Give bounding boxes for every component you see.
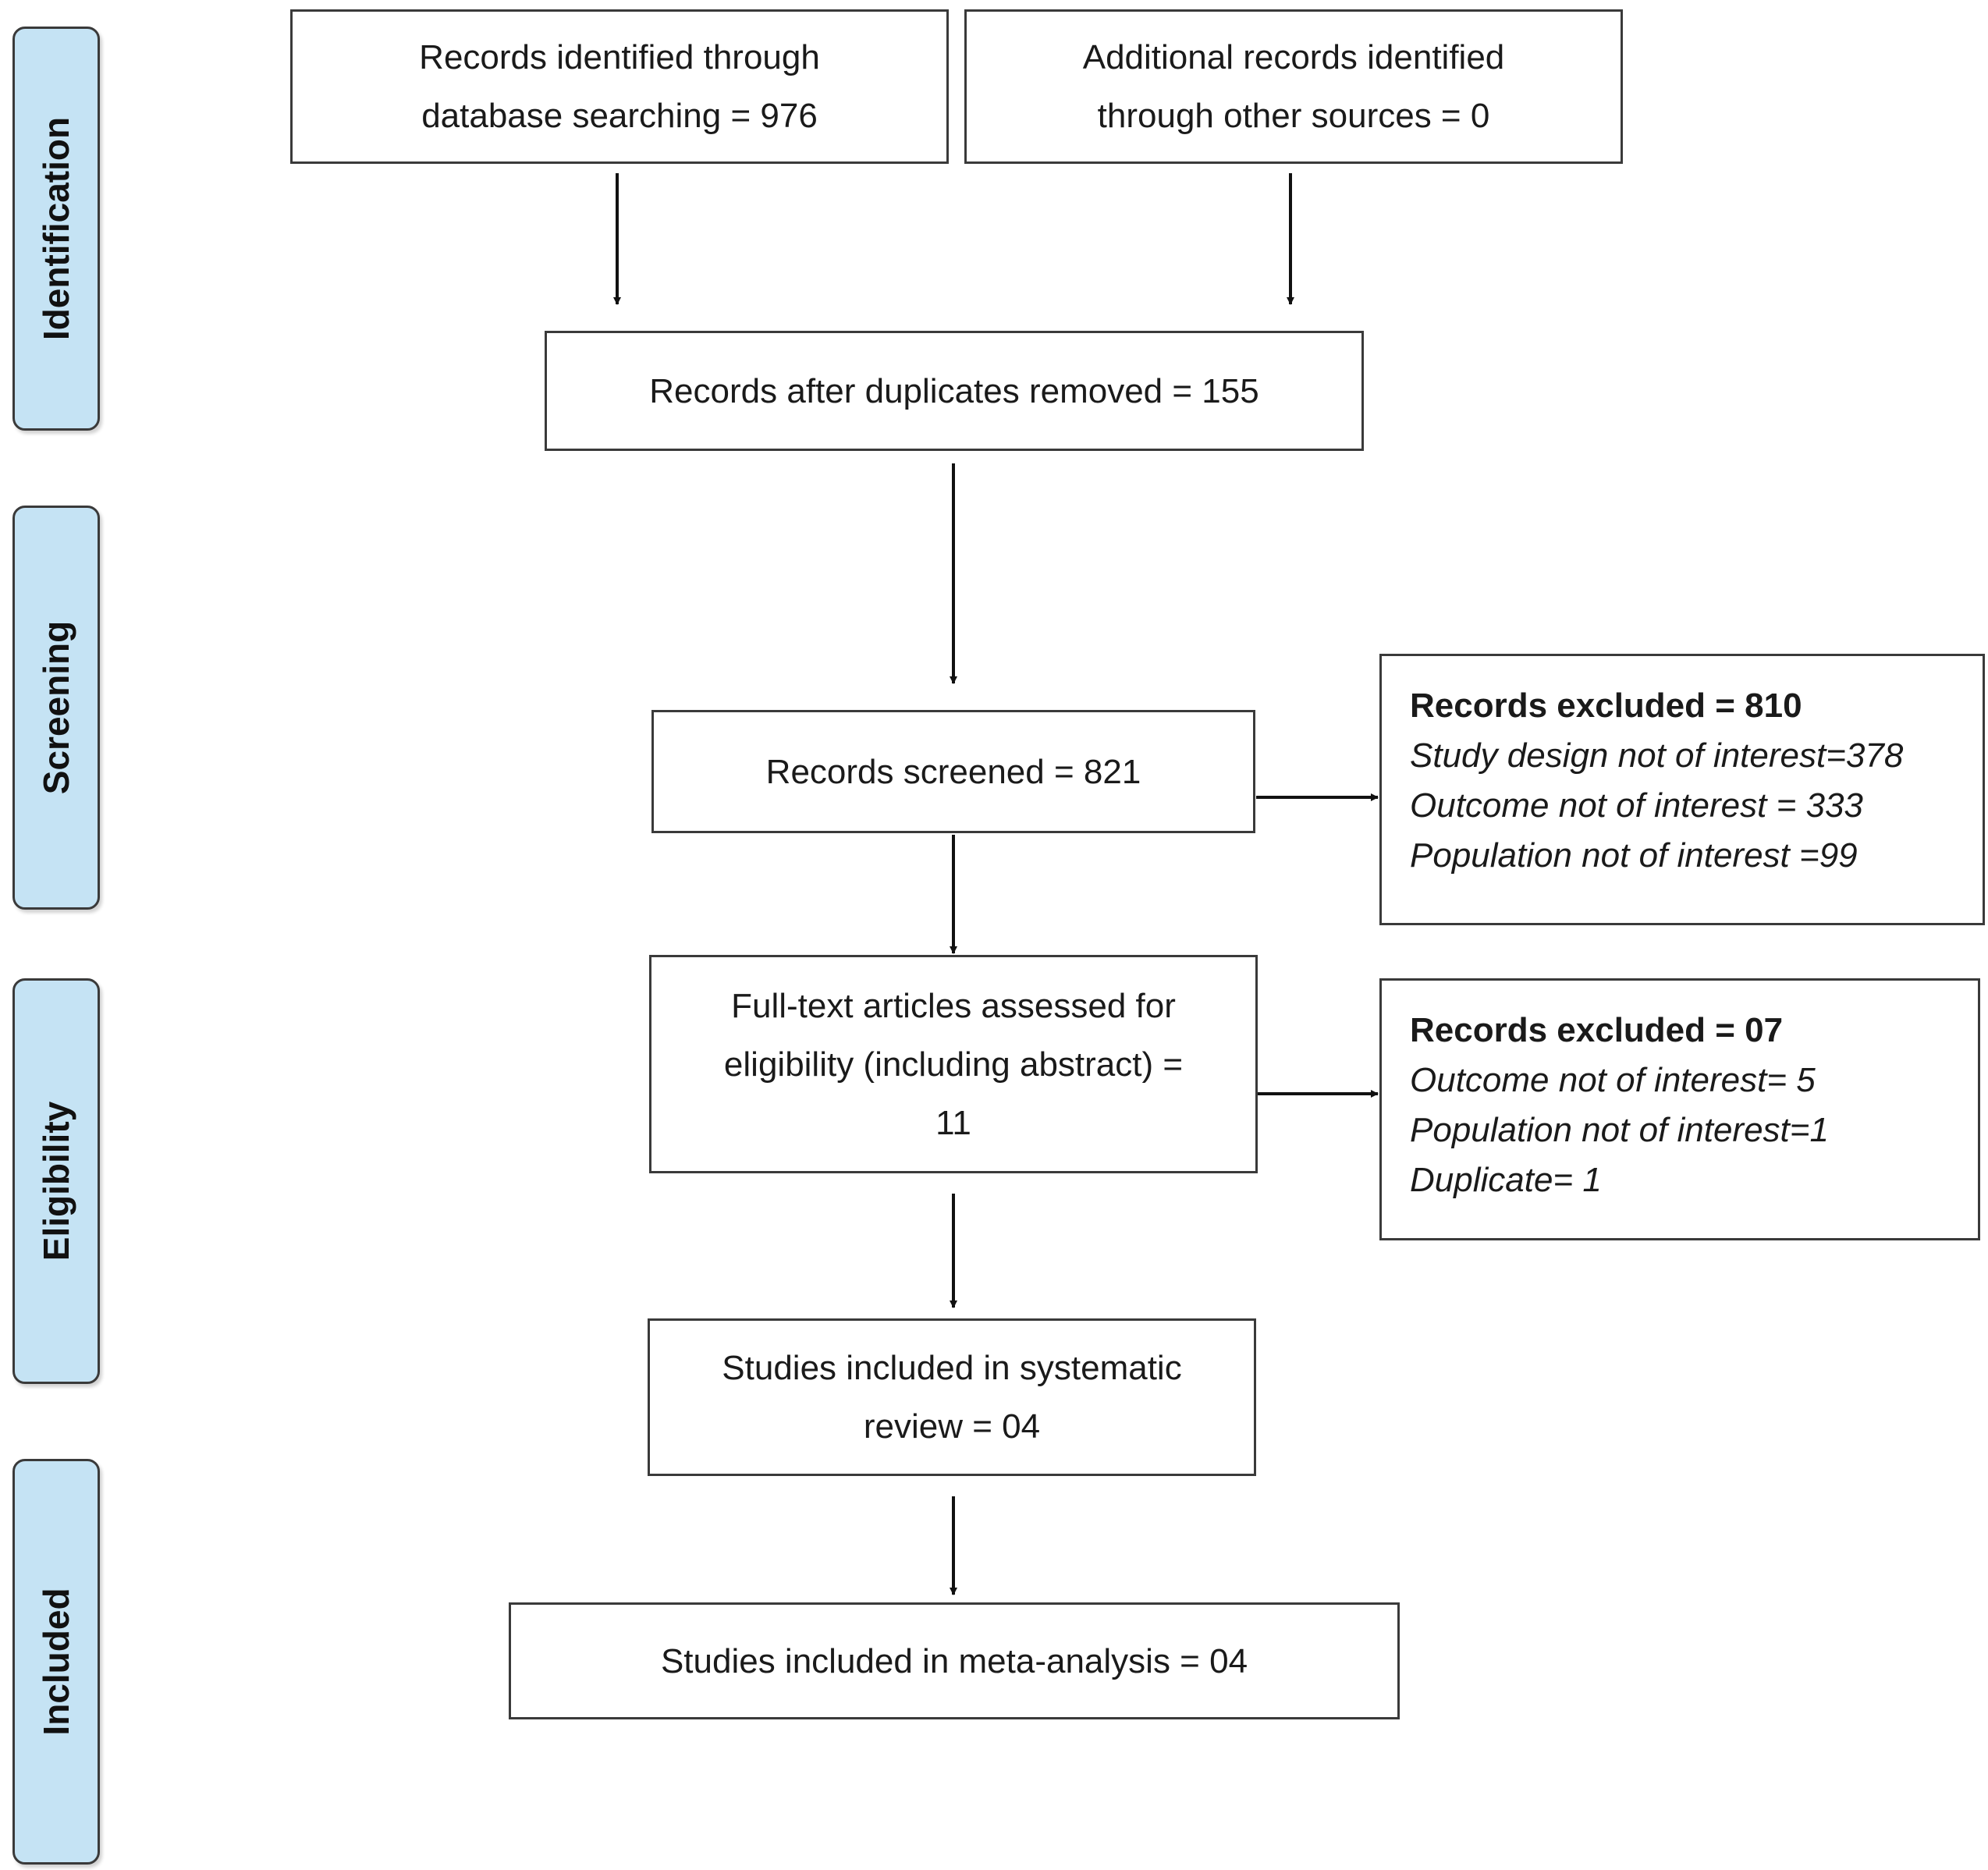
records-screened-box: Records screened = 821 xyxy=(651,710,1255,833)
after-duplicates-text: Records after duplicates removed = 155 xyxy=(649,371,1259,410)
meta-analysis-box: Studies included in meta-analysis = 04 xyxy=(509,1602,1400,1719)
systematic-review-line2: review = 04 xyxy=(863,1407,1041,1446)
other-sources-line1: Additional records identified xyxy=(1082,38,1505,76)
full-text-line3: 11 xyxy=(935,1103,971,1142)
full-text-line2: eligibility (including abstract) = xyxy=(723,1045,1184,1084)
other-sources-line2: through other sources = 0 xyxy=(1097,97,1490,135)
stage-screening: Screening xyxy=(12,506,100,910)
eligibility-exclusions-box: Records excluded = 07 Outcome not of int… xyxy=(1379,978,1980,1240)
other-sources-box: Additional records identified through ot… xyxy=(964,9,1623,164)
screening-exclusions-box: Records excluded = 810 Study design not … xyxy=(1379,654,1985,925)
database-records-line1: Records identified through xyxy=(419,38,820,76)
systematic-review-box: Studies included in systematic review = … xyxy=(648,1318,1256,1476)
eligibility-exclusion-item: Duplicate= 1 xyxy=(1410,1161,1602,1199)
stage-eligibility: Eligibility xyxy=(12,978,100,1384)
screening-exclusion-item: Outcome not of interest = 333 xyxy=(1410,786,1863,825)
database-records-line2: database searching = 976 xyxy=(421,97,818,135)
meta-analysis-text: Studies included in meta-analysis = 04 xyxy=(660,1641,1248,1680)
eligibility-exclusion-item: Outcome not of interest= 5 xyxy=(1410,1061,1816,1099)
full-text-box: Full-text articles assessed for eligibil… xyxy=(649,955,1258,1173)
screening-exclusion-item: Population not of interest =99 xyxy=(1410,836,1858,875)
screening-exclusion-item: Study design not of interest=378 xyxy=(1410,736,1904,775)
full-text-line1: Full-text articles assessed for xyxy=(731,986,1176,1025)
eligibility-exclusion-item: Population not of interest=1 xyxy=(1410,1111,1829,1149)
stage-identification: Identification xyxy=(12,27,100,431)
records-screened-text: Records screened = 821 xyxy=(765,752,1141,791)
systematic-review-line1: Studies included in systematic xyxy=(722,1349,1182,1387)
database-records-box: Records identified through database sear… xyxy=(290,9,949,164)
after-duplicates-box: Records after duplicates removed = 155 xyxy=(545,331,1364,451)
screening-exclusions-heading: Records excluded = 810 xyxy=(1410,687,1802,725)
eligibility-exclusions-heading: Records excluded = 07 xyxy=(1410,1011,1784,1049)
stage-included: Included xyxy=(12,1459,100,1865)
